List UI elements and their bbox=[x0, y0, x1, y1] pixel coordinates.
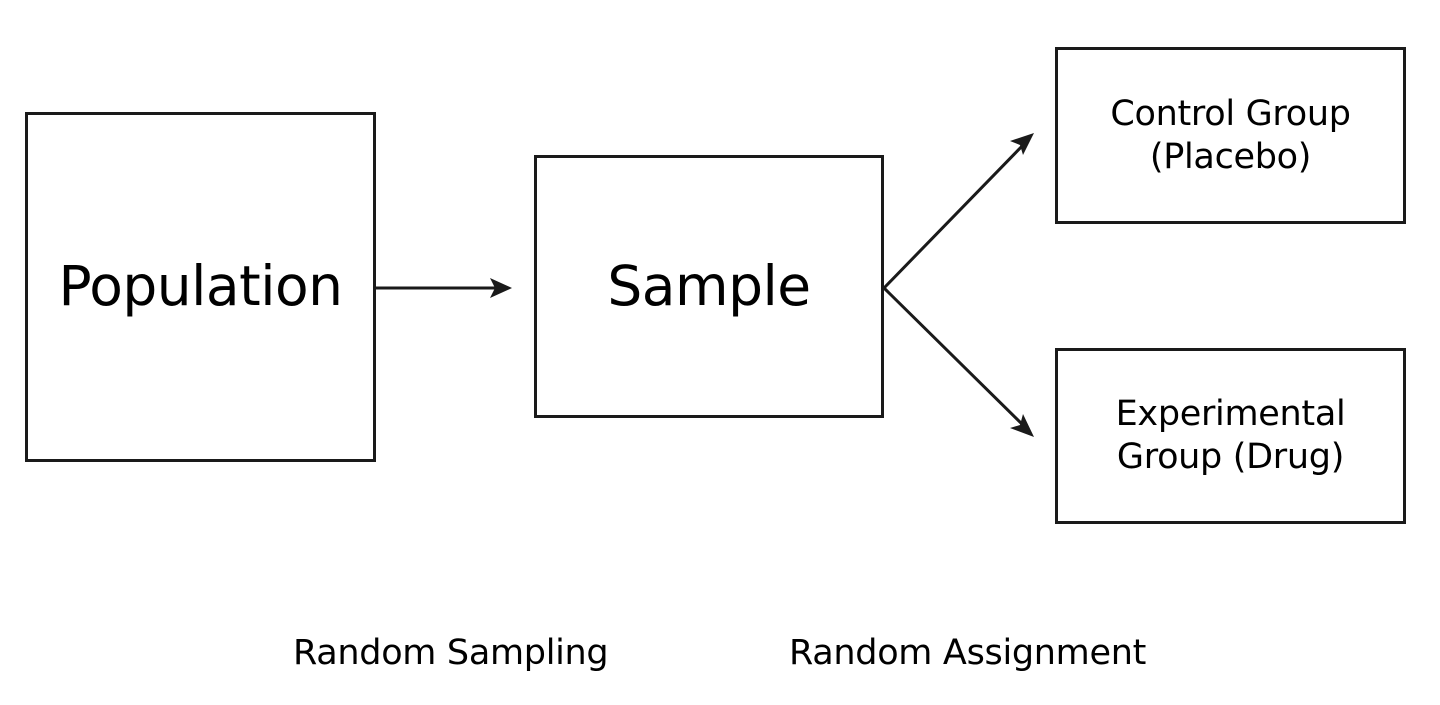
experimental-group-box: Experimental Group (Drug) bbox=[1055, 348, 1406, 524]
control-group-label-line-1: Control Group bbox=[1110, 93, 1351, 134]
random-sampling-caption: Random Sampling bbox=[293, 633, 609, 673]
experimental-group-label-line-1: Experimental bbox=[1115, 394, 1346, 435]
population-box: Population bbox=[25, 112, 376, 462]
arrow-sample-to-experimental-head bbox=[1010, 414, 1034, 437]
arrow-sample-to-experimental bbox=[882, 286, 1030, 432]
experimental-group-label: Experimental Group (Drug) bbox=[1116, 393, 1346, 478]
population-label: Population bbox=[58, 254, 343, 319]
arrow-sample-to-control-head bbox=[1010, 133, 1034, 155]
sample-label: Sample bbox=[607, 253, 811, 318]
control-group-label: Control Group (Placebo) bbox=[1110, 93, 1351, 178]
control-group-box: Control Group (Placebo) bbox=[1055, 47, 1406, 224]
control-group-label-line-2: (Placebo) bbox=[1149, 136, 1312, 177]
experimental-group-label-line-2: Group (Drug) bbox=[1116, 437, 1345, 477]
sample-box: Sample bbox=[534, 155, 884, 418]
arrow-population-to-sample-head bbox=[490, 278, 512, 298]
arrow-sample-to-control bbox=[882, 138, 1030, 290]
random-assignment-caption: Random Assignment bbox=[789, 633, 1146, 673]
